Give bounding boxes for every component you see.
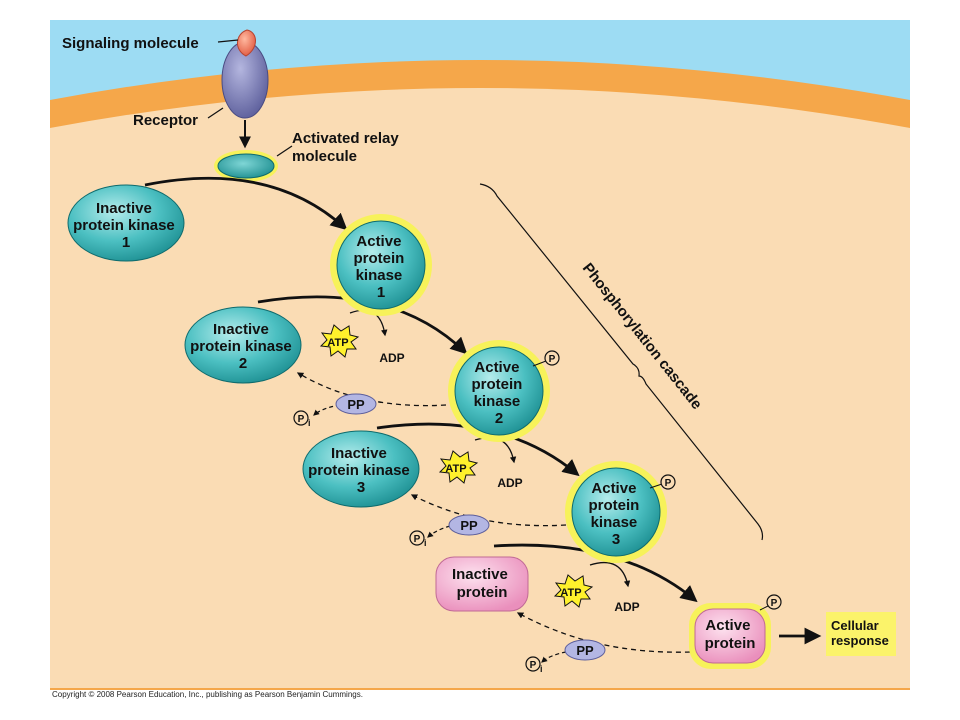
relay-molecule <box>217 153 275 179</box>
active-kinase-3-label: Active protein kinase 3 <box>588 480 643 548</box>
cellular-response-label: Cellular response <box>831 618 889 648</box>
pi-4 <box>525 656 541 672</box>
inactive-kinase-2-label: Inactive protein kinase 2 <box>190 321 296 372</box>
inactive-kinase-2 <box>184 306 302 384</box>
signaling-molecule-label: Signaling molecule <box>62 35 199 52</box>
atp-burst-1 <box>319 324 360 358</box>
copyright-notice: Copyright © 2008 Pearson Education, Inc.… <box>52 690 363 699</box>
phosphate-3 <box>660 474 676 490</box>
pp-2 <box>335 393 377 415</box>
receptor-leader <box>207 107 224 119</box>
relay-leader <box>276 145 293 157</box>
active-protein <box>694 608 766 664</box>
cascade-bracket <box>479 183 764 541</box>
adp-label-1: ADP <box>379 351 404 365</box>
adp-label-2: ADP <box>497 476 522 490</box>
pp-label-2: PP <box>347 397 365 412</box>
inactive-kinase-1 <box>67 184 185 262</box>
phosphate-4 <box>766 594 782 610</box>
pp-label-4: PP <box>576 643 594 658</box>
atp-adp-arrow-3 <box>589 561 631 588</box>
inactive-kinase-3-label: Inactive protein kinase 3 <box>308 445 414 496</box>
active-kinase-1 <box>336 220 426 310</box>
atp-label-3: ATP <box>560 587 581 599</box>
inactive-protein <box>435 556 529 612</box>
active-protein-label: Active protein <box>705 617 756 652</box>
phosphate-3-leader <box>649 483 663 489</box>
atp-burst-3 <box>553 574 594 608</box>
phosphate-2 <box>544 350 560 366</box>
pp-3 <box>448 514 490 536</box>
atp-label-2: ATP <box>445 463 466 475</box>
active-kinase-2 <box>454 346 544 436</box>
receptor-label: Receptor <box>133 112 198 129</box>
pi-sub-4: i <box>540 664 543 674</box>
active-kinase-2-label: Active protein kinase 2 <box>471 359 526 427</box>
phosphate-2-label: P <box>549 354 556 365</box>
pi-sub-2: i <box>308 418 311 428</box>
relay-label-line2: molecule <box>292 148 357 165</box>
pi-label-3: P <box>414 534 421 545</box>
adp-label-3: ADP <box>614 600 639 614</box>
phosphate-4-leader <box>759 605 769 611</box>
signaling-molecule-shape <box>237 29 256 57</box>
active-kinase-3 <box>571 467 661 557</box>
atp-label-1: ATP <box>327 337 348 349</box>
inactive-kinase-3 <box>302 430 420 508</box>
phosphate-4-label: P <box>771 598 778 609</box>
phosphate-2-leader <box>532 360 547 367</box>
dephos-arrow-2 <box>296 372 447 407</box>
phosphate-3-label: P <box>665 478 672 489</box>
pp-4 <box>564 639 606 661</box>
inactive-protein-label: Inactive protein <box>452 566 512 601</box>
pi-sub-3: i <box>424 538 427 548</box>
pi-arrow-3 <box>427 525 451 538</box>
pi-2 <box>293 410 309 426</box>
pi-label-2: P <box>298 414 305 425</box>
activation-arrow-1 <box>144 176 348 231</box>
active-kinase-1-label: Active protein kinase 1 <box>353 233 408 301</box>
pp-label-3: PP <box>460 518 478 533</box>
atp-burst-2 <box>438 450 479 484</box>
inactive-kinase-1-label: Inactive protein kinase 1 <box>73 200 179 251</box>
relay-label-line1: Activated relay <box>292 130 399 147</box>
cellular-response-box <box>826 612 896 656</box>
signaling-molecule-leader <box>217 39 239 43</box>
pi-arrow-4 <box>541 651 567 663</box>
pi-label-4: P <box>530 660 537 671</box>
pi-3 <box>409 530 425 546</box>
